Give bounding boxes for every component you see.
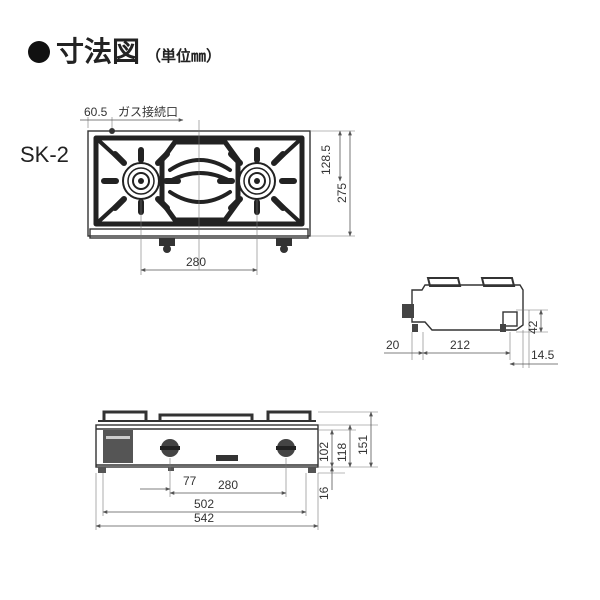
dim-102: 102 (317, 442, 331, 462)
bullet-icon (28, 41, 50, 63)
title-text: 寸法図 (56, 35, 141, 68)
knob-right (276, 238, 292, 253)
dim-542: 542 (194, 511, 214, 525)
side-view: 20 212 14.5 42 (384, 277, 558, 368)
front-panel-plate (103, 430, 133, 463)
dim-128-5: 128.5 (319, 145, 333, 175)
dim-502: 502 (194, 497, 214, 511)
front-view: 102 118 151 16 77 280 502 542 (95, 410, 378, 530)
knob-left (159, 238, 175, 253)
page-title: 寸法図 （単位㎜） (28, 30, 221, 70)
front-body (95, 424, 319, 468)
dim-280-front: 280 (218, 478, 238, 492)
top-view: 60.5 ガス接続口 128.5 275 280 (80, 104, 355, 275)
title-unit: （単位㎜） (146, 47, 222, 65)
dim-16: 16 (317, 486, 331, 500)
dim-118: 118 (335, 443, 349, 462)
gas-connection-label: ガス接続口 (118, 104, 178, 119)
front-knob-right (276, 439, 296, 457)
model-label: SK-2 (20, 142, 69, 167)
dim-77: 77 (183, 474, 197, 488)
dim-275: 275 (335, 183, 349, 203)
dim-20: 20 (386, 338, 400, 352)
side-knob (402, 304, 414, 318)
dim-60-5: 60.5 (84, 105, 108, 119)
burner-right (238, 162, 276, 200)
dim-14-5: 14.5 (531, 348, 555, 362)
dim-212: 212 (450, 338, 470, 352)
front-knob-left (160, 439, 180, 457)
dim-42: 42 (526, 320, 540, 334)
gas-connection-icon (109, 128, 115, 134)
burner-left (122, 162, 160, 200)
dim-280-top: 280 (186, 255, 206, 269)
dim-151: 151 (356, 435, 370, 455)
front-badge (216, 455, 238, 461)
